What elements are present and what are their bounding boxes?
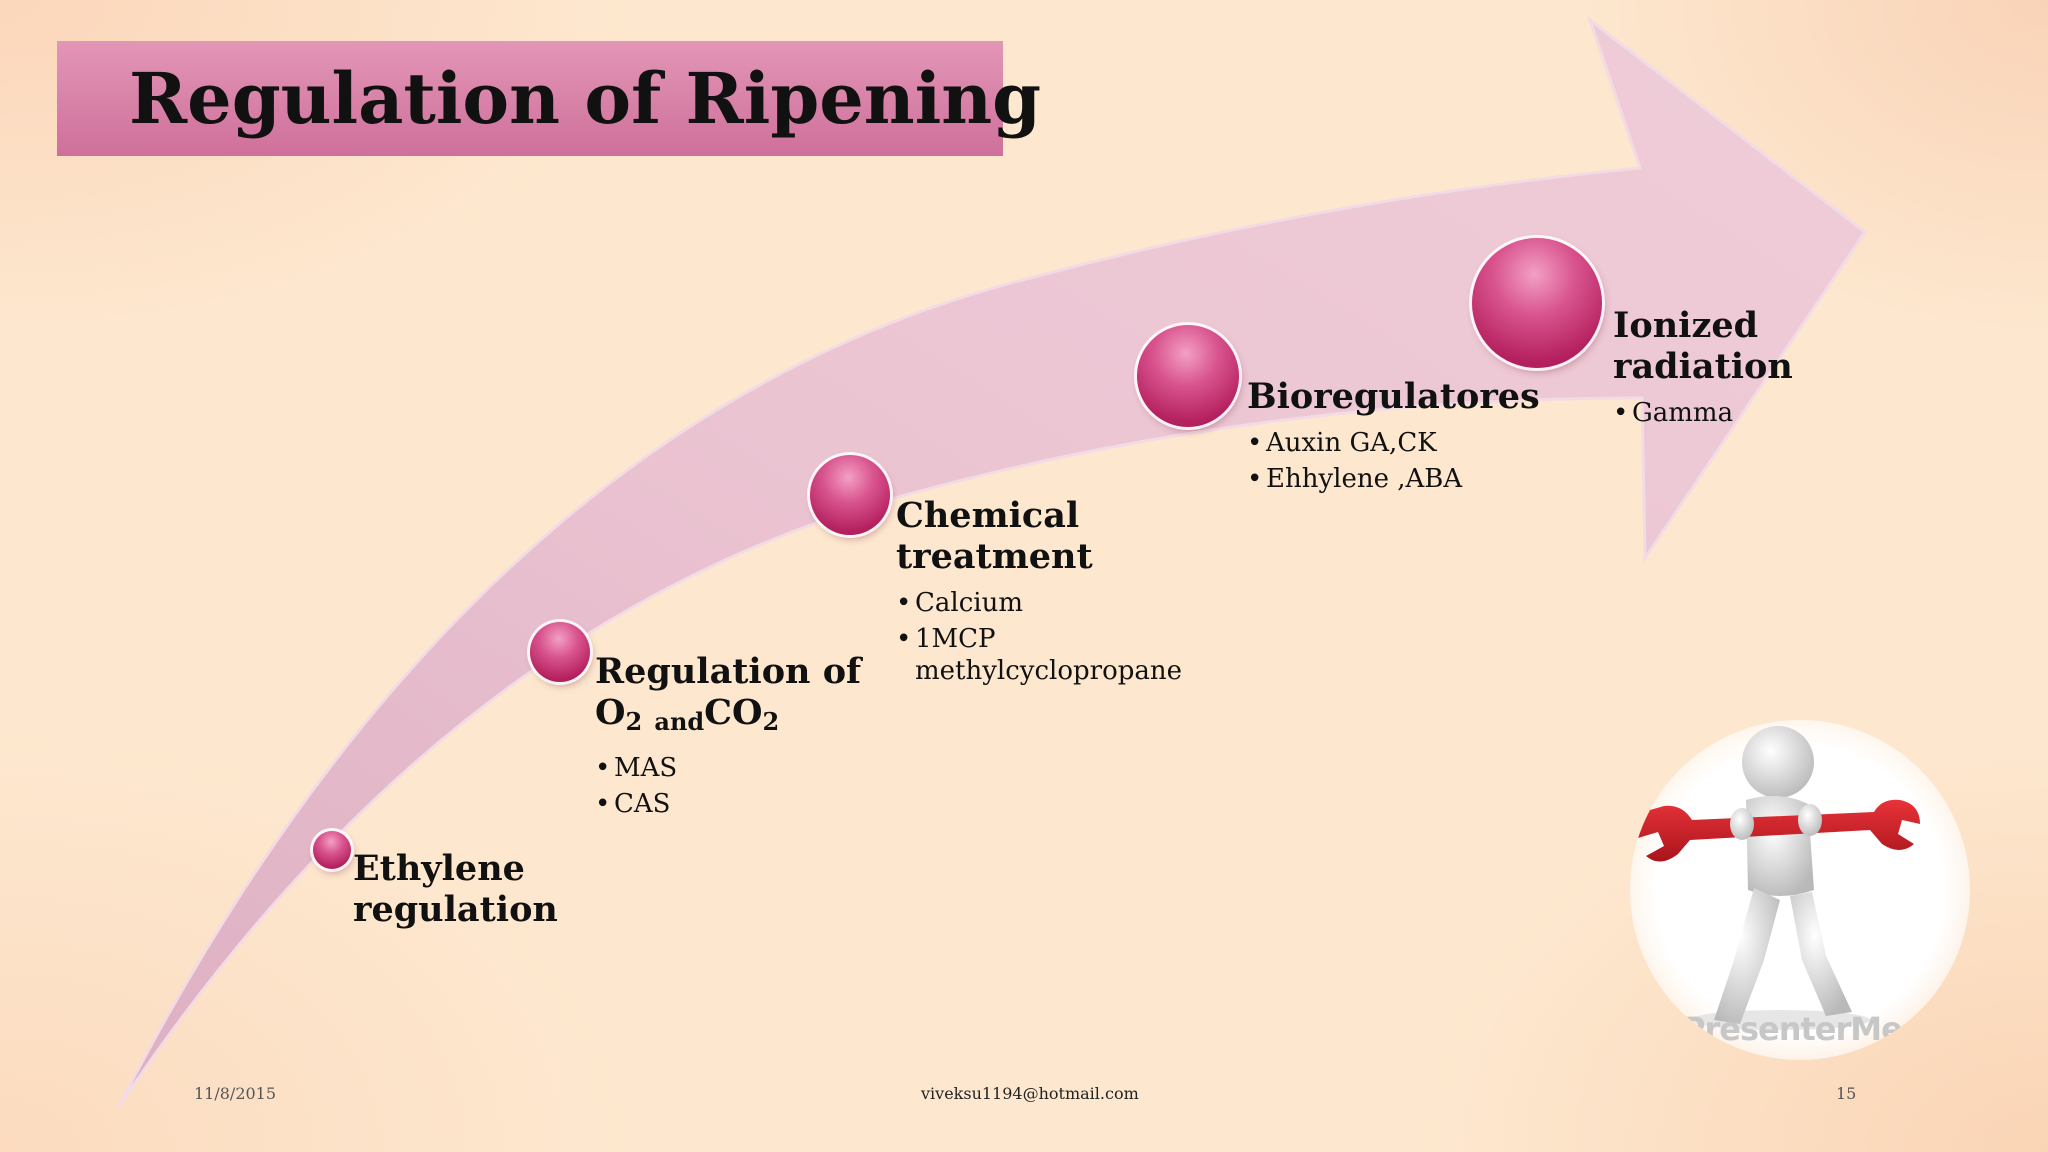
step-2-gas-regulation: Regulation of O2 andCO2 MAS CAS: [595, 651, 861, 824]
bullet-item: Gamma: [1613, 397, 1793, 429]
clipart-badge: PresenterMedia: [1630, 720, 1970, 1060]
bullet-item: MAS: [595, 752, 861, 784]
bullet-item: CAS: [595, 788, 861, 820]
step-5-bubble: [1472, 238, 1602, 368]
step-4-bioregulatores: Bioregulatores Auxin GA,CK Ehhylene ,ABA: [1247, 376, 1540, 499]
bullet-item: Ehhylene ,ABA: [1247, 463, 1540, 495]
step-2-bullets: MAS CAS: [595, 752, 861, 820]
step-4-bubble: [1137, 325, 1239, 427]
step-5-ionized-radiation: Ionized radiation Gamma: [1613, 305, 1793, 433]
step-2-title: Regulation of O2 andCO2: [595, 651, 861, 742]
bullet-item: Auxin GA,CK: [1247, 427, 1540, 459]
wrench-figure-icon: [1636, 726, 1920, 1030]
footer-email: viveksu1194@hotmail.com: [921, 1084, 1139, 1103]
step-3-chemical-treatment: Chemical treatment Calcium 1MCPmethylcyc…: [896, 495, 1182, 687]
arrow-body: [116, 15, 1868, 1109]
bullet-item: Calcium: [896, 587, 1182, 619]
gas-formula: O2 andCO2: [595, 692, 780, 736]
watermark-label: PresenterMedia: [1682, 1010, 1955, 1048]
page-title: Regulation of Ripening: [129, 57, 1042, 140]
step-5-bullets: Gamma: [1613, 397, 1793, 429]
step-3-title: Chemical treatment: [896, 495, 1093, 577]
step-4-bullets: Auxin GA,CK Ehhylene ,ABA: [1247, 427, 1540, 495]
step-1-ethylene-regulation: Ethylene regulation: [353, 848, 558, 930]
step-4-title: Bioregulatores: [1247, 376, 1540, 417]
footer-page-number: 15: [1836, 1084, 1857, 1103]
step-1-title: Ethylene regulation: [353, 848, 558, 930]
step-2-bubble: [530, 622, 590, 682]
step-5-title: Ionized radiation: [1613, 305, 1793, 387]
step-1-bubble: [313, 831, 351, 869]
title-banner: Regulation of Ripening: [57, 41, 1041, 156]
step-3-bubble: [810, 455, 890, 535]
footer-date: 11/8/2015: [194, 1084, 277, 1103]
